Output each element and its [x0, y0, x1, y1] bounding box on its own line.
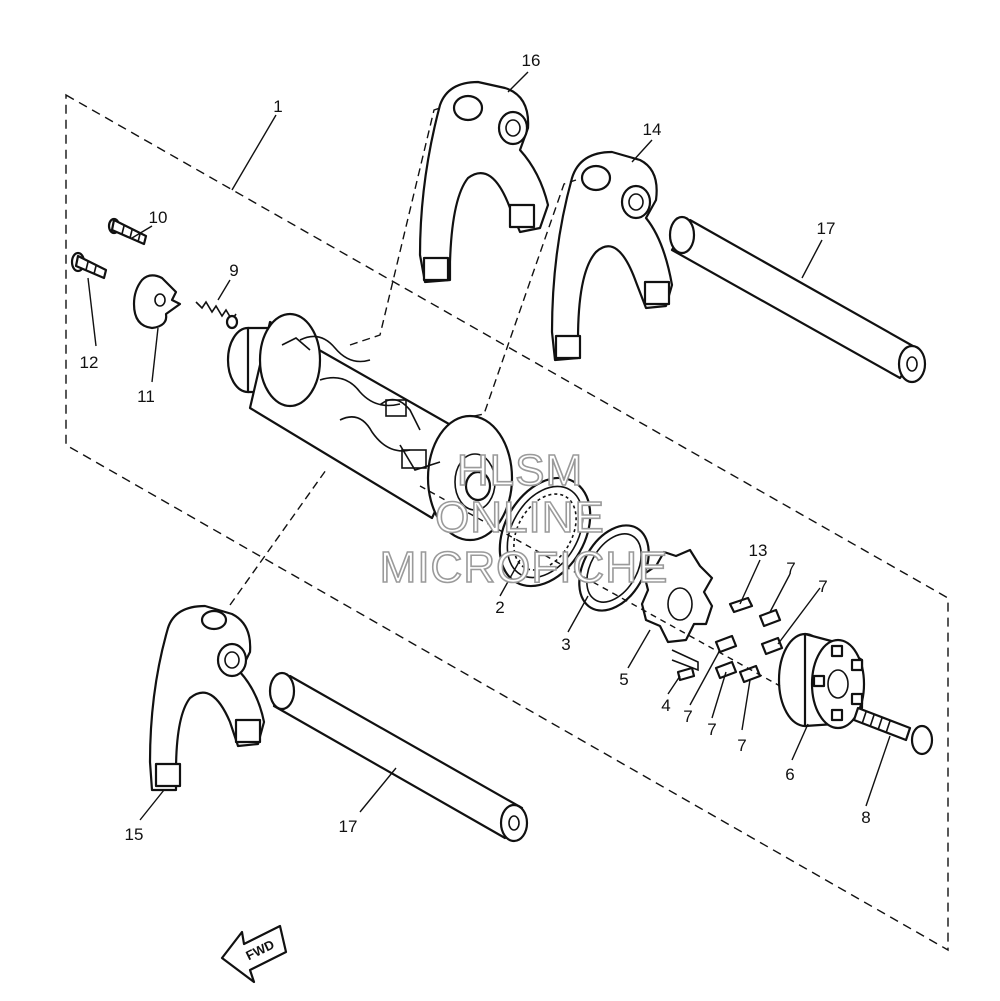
screw-8 [852, 706, 934, 756]
callout-9: 9 [229, 261, 238, 280]
shift-fork-16 [418, 80, 550, 284]
pins-7 [714, 608, 784, 684]
callout-7-c: 7 [683, 707, 692, 726]
watermark-line-3: MICROFICHE [380, 543, 669, 592]
callout-14: 14 [643, 120, 662, 139]
callout-2: 2 [495, 598, 504, 617]
pin-13 [728, 596, 754, 614]
callout-8: 8 [861, 808, 870, 827]
bearing-2 [498, 476, 592, 588]
watermark-line-1: HLSM [457, 446, 583, 495]
fwd-arrow: FWD [220, 924, 288, 984]
ring-3 [578, 524, 650, 612]
fork-shaft-17-lower [268, 671, 529, 843]
bolt-10 [107, 217, 148, 246]
callout-13: 13 [749, 541, 768, 560]
fork-shaft-17-upper [668, 215, 927, 384]
callout-7-b: 7 [818, 577, 827, 596]
callout-10: 10 [149, 208, 168, 227]
watermark-line-2: ONLINE [435, 493, 605, 542]
assembly-boundary [65, 93, 949, 952]
shift-fork-14 [550, 150, 674, 362]
callout-12: 12 [80, 353, 99, 372]
callout-7-a: 7 [786, 559, 795, 578]
callout-5: 5 [619, 670, 628, 689]
callout-17-upper: 17 [817, 219, 836, 238]
callout-1: 1 [273, 97, 282, 116]
callout-11: 11 [137, 387, 155, 406]
callout-7-e: 7 [737, 736, 746, 755]
segment-5 [640, 548, 714, 672]
callout-labels: 1 16 14 17 10 9 12 11 2 3 5 4 13 7 7 7 7… [80, 51, 871, 844]
stopper-11 [132, 274, 182, 330]
callout-7-d: 7 [707, 720, 716, 739]
screw-12 [70, 251, 108, 280]
spring-9 [195, 300, 239, 330]
callout-6: 6 [785, 765, 794, 784]
shift-fork-15 [148, 604, 266, 792]
callout-17-lower: 17 [339, 817, 358, 836]
callout-15: 15 [125, 825, 144, 844]
segment-6 [777, 632, 866, 730]
pin-4 [676, 666, 696, 682]
watermark: HLSM ONLINE MICROFICHE [379, 445, 669, 593]
callout-16: 16 [522, 51, 541, 70]
shift-drum-1 [226, 312, 514, 542]
callout-4: 4 [661, 696, 670, 715]
callout-3: 3 [561, 635, 570, 654]
leader-lines [87, 71, 891, 821]
